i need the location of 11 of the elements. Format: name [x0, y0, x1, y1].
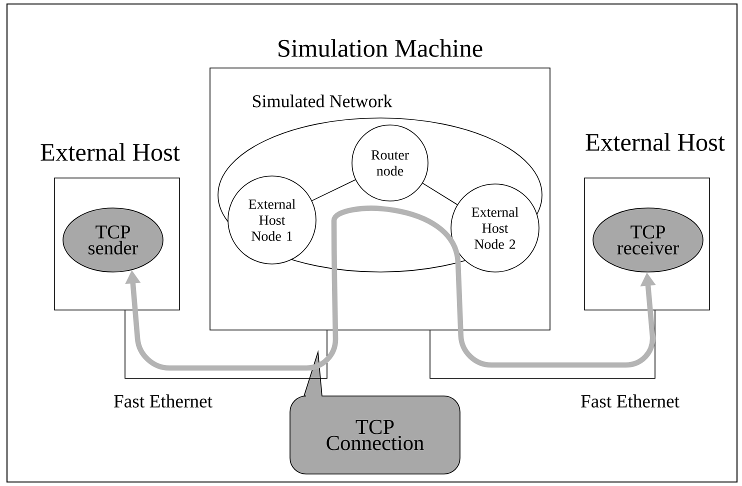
connector-line: [124, 310, 328, 379]
edge-label: Fast Ethernet: [581, 394, 680, 408]
node-label: External Host: [586, 133, 725, 151]
connector-line: [312, 179, 356, 202]
node-label: Simulation Machine: [278, 39, 482, 57]
node-label: External Host: [40, 143, 180, 161]
node-label: Simulated Network: [252, 94, 392, 108]
callout-bubble: TCP Connection: [290, 352, 460, 474]
connector-line: [430, 310, 656, 379]
connector-line: [422, 182, 458, 206]
edge-label: Fast Ethernet: [114, 394, 212, 408]
